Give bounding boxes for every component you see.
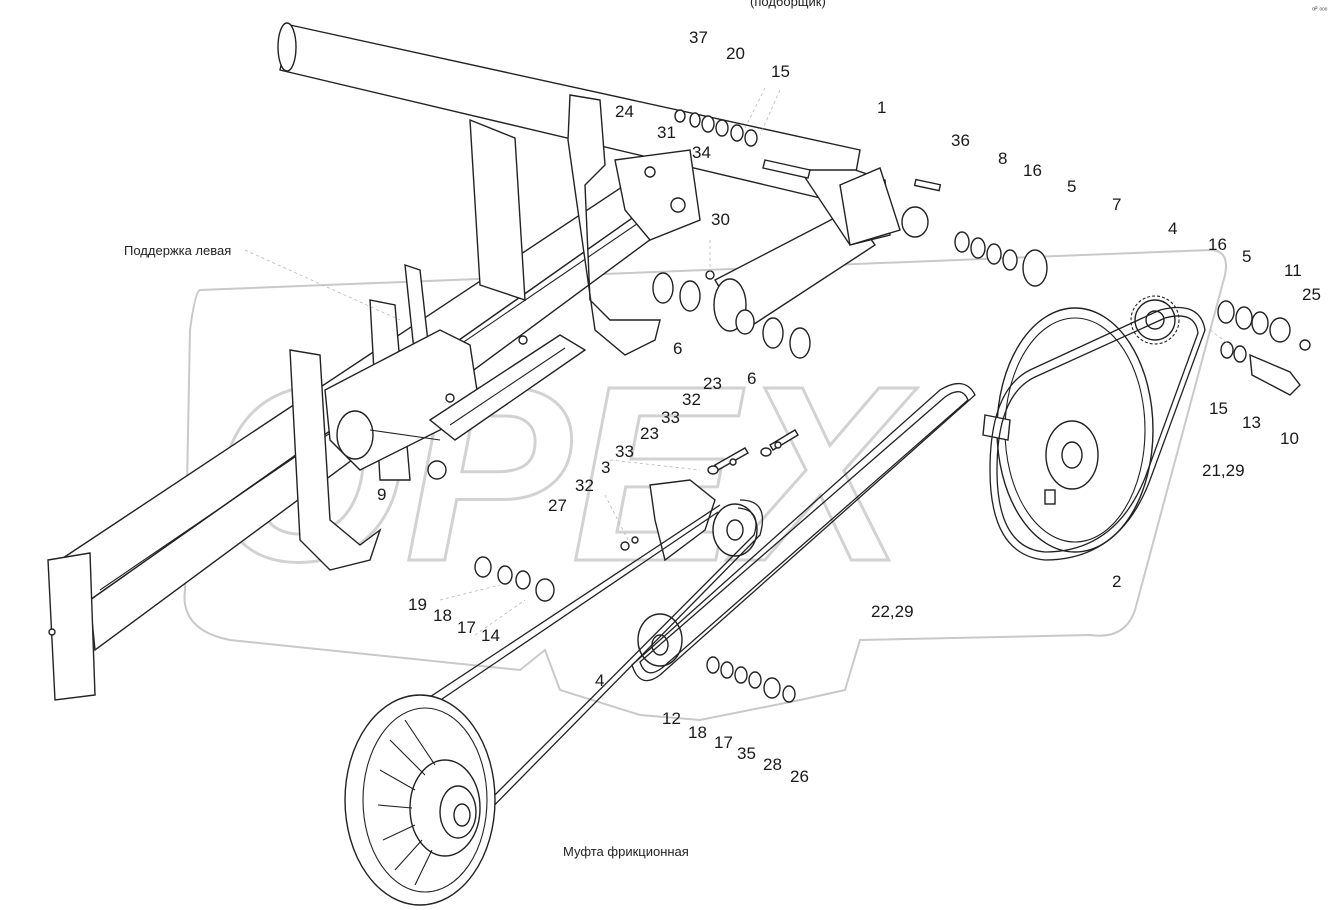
callout-19: 19 <box>408 595 427 614</box>
callout-27: 27 <box>548 496 567 515</box>
callout-17b: 17 <box>714 733 733 752</box>
upper-bracket <box>614 149 701 241</box>
callout-17a: 17 <box>457 618 476 637</box>
friction-clutch <box>344 694 496 906</box>
guide-plate <box>428 334 587 441</box>
callout-33b: 33 <box>615 442 634 461</box>
callout-4: 4 <box>1168 219 1177 238</box>
part-callouts: 37 20 15 24 31 1 34 36 8 16 5 7 30 4 16 … <box>377 28 1321 786</box>
callout-34: 34 <box>692 143 711 162</box>
callout-10: 10 <box>1280 429 1299 448</box>
callout-5b: 5 <box>1242 247 1251 266</box>
callout-6a: 6 <box>673 339 682 358</box>
callout-23a: 23 <box>703 374 722 393</box>
callout-14: 14 <box>481 626 500 645</box>
spindle-block <box>324 329 481 480</box>
washer-stack <box>474 109 1311 703</box>
callout-28: 28 <box>763 755 782 774</box>
callout-1: 1 <box>877 98 886 117</box>
roller-tube <box>713 159 942 335</box>
callout-36: 36 <box>951 131 970 150</box>
callout-15b: 15 <box>1209 399 1228 418</box>
diagram-title: (подборщик) <box>750 0 826 9</box>
sprocket-upper <box>1130 295 1180 345</box>
callout-20: 20 <box>726 44 745 63</box>
callout-24: 24 <box>615 102 634 121</box>
callout-25: 25 <box>1302 285 1321 304</box>
callout-12: 12 <box>662 709 681 728</box>
callout-13: 13 <box>1242 413 1261 432</box>
corner-mark: ᵒᴾ ᵒᵒᵒ <box>1312 7 1328 14</box>
bolts <box>620 429 799 551</box>
callout-6b: 6 <box>747 369 756 388</box>
callout-33a: 33 <box>661 408 680 427</box>
callout-26: 26 <box>790 767 809 786</box>
callout-11: 11 <box>1284 261 1302 280</box>
callout-8: 8 <box>998 149 1007 168</box>
callout-16b: 16 <box>1208 235 1227 254</box>
callout-5: 5 <box>1067 177 1076 196</box>
callout-30: 30 <box>711 210 730 229</box>
callout-22-29: 22,29 <box>871 602 914 621</box>
callout-32b: 32 <box>575 476 594 495</box>
callout-37: 37 <box>689 28 708 47</box>
callout-31: 31 <box>657 123 676 142</box>
callout-9: 9 <box>377 485 386 504</box>
callout-32a: 32 <box>682 390 701 409</box>
callout-7: 7 <box>1112 195 1121 214</box>
driven-pulley <box>982 307 1154 553</box>
callout-15: 15 <box>771 62 790 81</box>
callout-21-29: 21,29 <box>1202 461 1245 480</box>
callout-18b: 18 <box>688 723 707 742</box>
support-left-label: Поддержка левая <box>124 243 231 258</box>
callout-23b: 23 <box>640 424 659 443</box>
callout-2: 2 <box>1112 572 1121 591</box>
callout-4b: 4 <box>595 671 604 690</box>
callout-35: 35 <box>737 744 756 763</box>
leader-lines <box>244 87 1231 636</box>
callout-18a: 18 <box>433 606 452 625</box>
callout-16: 16 <box>1023 161 1042 180</box>
friction-clutch-label: Муфта фрикционная <box>563 844 689 859</box>
callout-3: 3 <box>601 458 610 477</box>
